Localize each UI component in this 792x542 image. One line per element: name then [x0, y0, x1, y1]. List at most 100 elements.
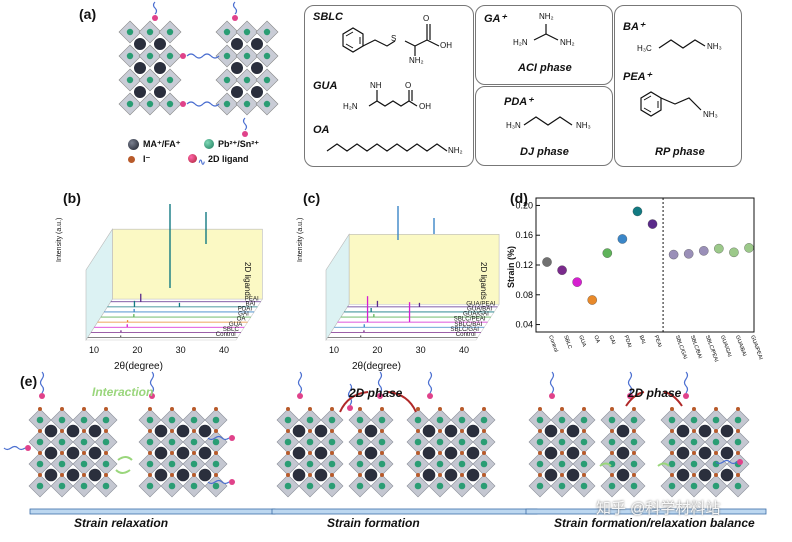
box-sblc-gua-oa: SBLC GUA OA S O OH NH₂ NH H₂N O OH NH₂	[304, 5, 474, 167]
cation-atom	[422, 424, 436, 438]
pda-structure	[523, 116, 573, 126]
cation-atom	[292, 446, 306, 460]
metal-atom	[166, 52, 174, 60]
ligand-head	[149, 393, 155, 399]
atom-o-sblc: O	[423, 14, 430, 23]
metal-atom	[436, 416, 444, 424]
halide-atom	[380, 429, 384, 433]
cation-atom	[444, 424, 458, 438]
ba-pea-structure	[640, 39, 706, 117]
halide-atom	[714, 451, 718, 455]
metal-atom	[558, 438, 566, 446]
halide-atom	[670, 429, 674, 433]
halide-atom	[104, 429, 108, 433]
strain-point	[647, 219, 658, 229]
metal-atom	[630, 460, 638, 468]
metal-atom	[558, 416, 566, 424]
halide-atom	[416, 407, 420, 411]
metal-atom	[80, 416, 88, 424]
metal-atom	[630, 438, 638, 446]
substrate	[271, 508, 538, 515]
halide-atom	[104, 407, 108, 411]
metal-atom	[146, 76, 154, 84]
halide-atom	[482, 407, 486, 411]
ligand-head	[627, 393, 633, 399]
halide-atom	[286, 473, 290, 477]
pea-nh3: NH₃	[703, 110, 718, 119]
halide-atom	[380, 407, 384, 411]
substrate	[29, 508, 276, 515]
box-ba-pea: BA⁺ PEA⁺ H₃C NH₃ NH₃ RP phase	[614, 5, 742, 167]
xrd-x-tick: 40	[219, 345, 229, 355]
cation-atom	[154, 86, 166, 98]
halide-atom	[736, 429, 740, 433]
xrd-series-label: SBLC/GAI	[450, 326, 479, 333]
metal-atom	[712, 438, 720, 446]
halide-atom	[610, 429, 614, 433]
panel-label-a: (a)	[79, 6, 97, 22]
xrd-series-label: SBLC	[223, 326, 240, 333]
metal-atom	[630, 482, 638, 490]
metal-atom	[690, 482, 698, 490]
halide-atom	[416, 429, 420, 433]
strain-arrow	[625, 391, 645, 407]
halide-atom	[482, 429, 486, 433]
panel-label-c: (c)	[303, 190, 321, 206]
halide-atom	[330, 407, 334, 411]
halide-atom	[82, 451, 86, 455]
metal-atom	[356, 416, 364, 424]
ligand-chain	[39, 371, 45, 394]
cation-atom	[566, 446, 580, 460]
atom-oh-sblc: OH	[440, 41, 452, 50]
metal-atom	[223, 52, 231, 60]
cation-atom	[66, 446, 80, 460]
cation-atom	[44, 468, 58, 482]
ligand-head	[737, 459, 743, 465]
metal-atom	[436, 438, 444, 446]
ligand-head	[152, 15, 158, 21]
cation-atom	[292, 424, 306, 438]
label-pea: PEA⁺	[623, 71, 652, 83]
halide-atom	[60, 429, 64, 433]
metal-atom	[102, 460, 110, 468]
metal-atom	[146, 52, 154, 60]
label-pda: PDA⁺	[504, 96, 534, 108]
halide-atom	[632, 407, 636, 411]
strain-arrow	[663, 391, 683, 407]
cation-atom	[566, 424, 580, 438]
metal-atom	[190, 438, 198, 446]
ligand-chain	[627, 371, 633, 394]
metal-atom	[36, 482, 44, 490]
halide-atom	[610, 407, 614, 411]
metal-atom	[146, 28, 154, 36]
metal-atom	[580, 460, 588, 468]
metal-atom	[284, 438, 292, 446]
metal-atom	[536, 482, 544, 490]
metal-atom	[212, 416, 220, 424]
ligand-head	[377, 393, 383, 399]
xrd-series-label: GUA/PEAI	[466, 300, 496, 307]
halide-atom	[308, 429, 312, 433]
halide-atom	[714, 407, 718, 411]
halide-atom	[692, 451, 696, 455]
halide-atom	[60, 407, 64, 411]
metal-atom	[284, 482, 292, 490]
cation-atom	[251, 86, 263, 98]
xrd-series-label: Control	[216, 331, 236, 338]
halide-atom	[38, 451, 42, 455]
xrd-series-label: BAI	[245, 300, 255, 307]
halide-atom	[192, 473, 196, 477]
metal-atom	[734, 438, 742, 446]
halide-atom	[560, 473, 564, 477]
halide-atom	[714, 473, 718, 477]
metal-atom	[168, 416, 176, 424]
ligand-head	[683, 393, 689, 399]
atom-h2n-gua: H₂N	[343, 102, 358, 111]
y-tick-label: 0.16	[515, 230, 533, 240]
y-tick-label: 0.04	[515, 320, 533, 330]
cation-atom	[134, 38, 146, 50]
ligand-chain	[152, 1, 158, 15]
xrd-c-xlabel: 2θ(degree)	[352, 361, 401, 372]
